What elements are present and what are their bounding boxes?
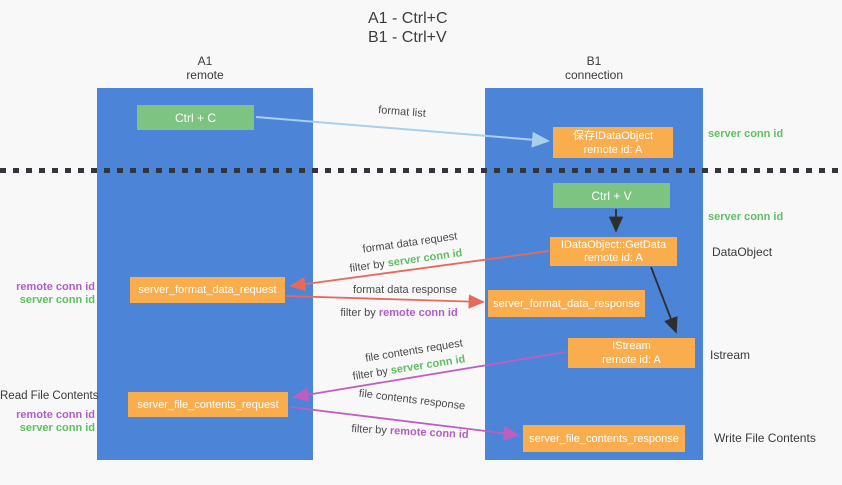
node-save-dataobject: 保存IDataObject remote id: A	[553, 127, 673, 158]
node-ctrl-c: Ctrl + C	[137, 105, 254, 130]
node-server-format-data-response-label: server_format_data_response	[493, 297, 640, 310]
node-istream: IStream remote id: A	[568, 338, 695, 368]
node-save-dataobject-line2: remote id: A	[583, 143, 643, 156]
node-server-format-data-response: server_format_data_response	[488, 290, 645, 317]
arrow-file-contents-request	[292, 351, 567, 402]
lifeline-a1-name: A1	[197, 54, 213, 68]
label-istream: Istream	[710, 348, 751, 362]
arrow-getdata-to-istream	[650, 266, 678, 334]
node-server-file-contents-response-label: server_file_contents_response	[529, 432, 679, 445]
node-ctrl-v-label: Ctrl + V	[591, 188, 632, 203]
label-read-file-contents: Read File Contents	[0, 390, 99, 402]
label-group-format-ids: remote conn id server conn id	[0, 281, 95, 307]
node-getdata-line2: remote id: A	[584, 251, 643, 264]
node-save-dataobject-line1: 保存IDataObject	[572, 129, 654, 142]
node-server-file-contents-request: server_file_contents_request	[128, 392, 288, 417]
lifeline-a1-role: remote	[186, 68, 224, 82]
arrow-format-data-request	[289, 250, 550, 292]
label-remote-conn-id: remote conn id	[16, 409, 95, 421]
label-filter-format-response: filter by remote conn id	[340, 307, 457, 319]
label-group-file-ids: Read File Contents remote conn id server…	[0, 390, 99, 435]
label-dataobject: DataObject	[712, 245, 773, 259]
dotted-divider-line	[0, 168, 842, 173]
arrow-format-list	[255, 116, 550, 148]
node-server-format-data-request-label: server_format_data_request	[138, 284, 277, 296]
title-line-1: A1 - Ctrl+C	[368, 10, 448, 27]
node-getdata: IDataObject::GetData remote id: A	[550, 237, 677, 266]
label-write-file-contents: Write File Contents	[714, 431, 816, 445]
lifeline-header-b1: B1 connection	[485, 54, 703, 82]
title-line-2: B1 - Ctrl+V	[368, 29, 447, 46]
node-server-file-contents-request-label: server_file_contents_request	[137, 398, 279, 411]
lifeline-b1-role: connection	[564, 68, 624, 82]
remote-conn-id-text: remote conn id	[378, 307, 458, 319]
lifeline-b1-name: B1	[586, 54, 602, 68]
node-server-format-data-request: server_format_data_request	[130, 277, 285, 303]
node-istream-line2: remote id: A	[602, 354, 661, 366]
node-ctrl-c-label: Ctrl + C	[174, 110, 216, 125]
node-getdata-line1: IDataObject::GetData	[560, 238, 667, 251]
node-server-file-contents-response: server_file_contents_response	[523, 425, 685, 452]
node-istream-line1: IStream	[612, 340, 651, 352]
label-server-conn-id: server conn id	[19, 422, 95, 434]
label-remote-conn-id: remote conn id	[16, 281, 95, 293]
arrow-format-data-response	[285, 294, 485, 309]
label-server-conn-id-mid: server conn id	[708, 211, 784, 223]
label-server-conn-id: server conn id	[19, 294, 95, 306]
label-format-data-response: format data response	[353, 284, 457, 296]
label-server-conn-id-top: server conn id	[708, 128, 784, 140]
filter-by-text: filter by	[340, 307, 379, 319]
filter-by-text: filter by	[351, 422, 391, 437]
node-ctrl-v: Ctrl + V	[553, 183, 670, 208]
arrow-file-contents-response	[289, 406, 520, 441]
lifeline-header-a1: A1 remote	[97, 54, 313, 82]
diagram-title: A1 - Ctrl+C B1 - Ctrl+V	[368, 9, 448, 47]
